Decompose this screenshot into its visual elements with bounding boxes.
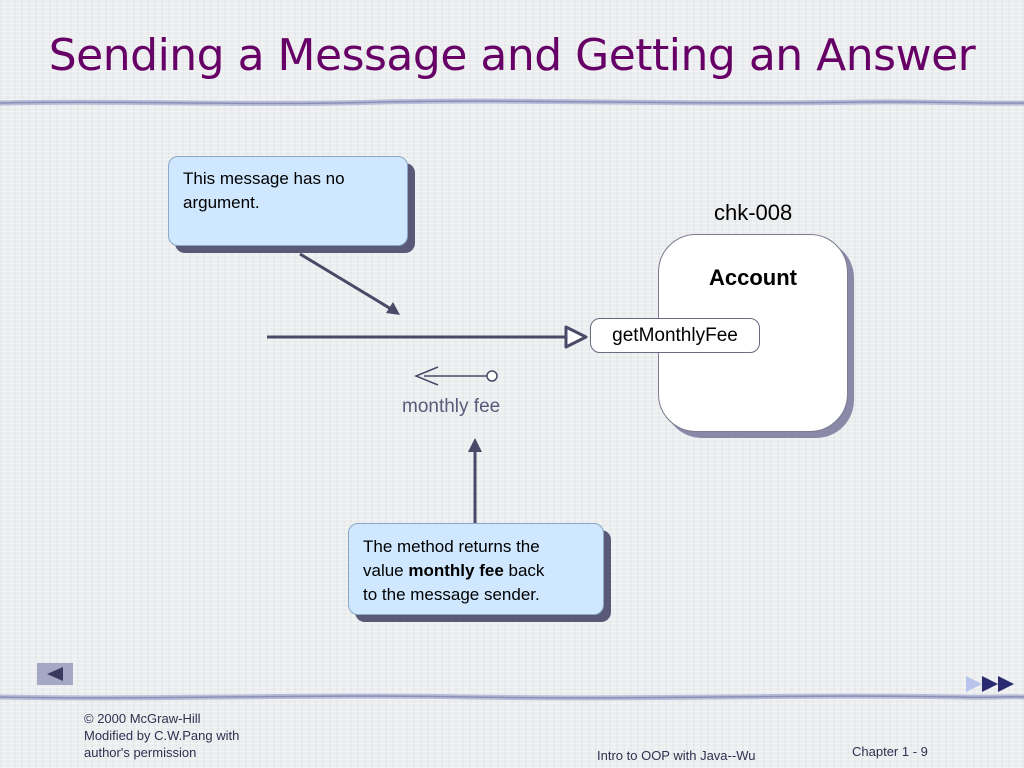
footer-divider	[0, 690, 1024, 704]
object-instance-name: chk-008	[714, 200, 793, 225]
footer-copyright-line2: Modified by C.W.Pang with	[84, 728, 240, 743]
callout-returns-bold: monthly fee	[408, 561, 504, 580]
footer-copyright: © 2000 McGraw-Hill Modified by C.W.Pang …	[84, 710, 239, 761]
footer-chapter: Chapter 1 - 9	[852, 744, 928, 759]
previous-slide-button[interactable]	[37, 663, 73, 685]
arrow-left-icon	[47, 667, 63, 681]
callout-returns-line3: to the message sender.	[363, 585, 540, 604]
footer-course: Intro to OOP with Java--Wu	[597, 748, 756, 763]
callout-no-argument-line2: argument.	[183, 193, 260, 212]
callout-returns-value: The method returns the value monthly fee…	[348, 523, 604, 615]
callout-returns-line2-post: back	[503, 561, 545, 580]
method-getMonthlyFee: getMonthlyFee	[590, 318, 760, 353]
fast-forward-icon	[966, 676, 1014, 692]
callout-returns-line2: value monthly fee back	[363, 559, 589, 583]
slide-title: Sending a Message and Getting an Answer	[48, 30, 976, 81]
callout-no-argument-line1: This message has no	[183, 169, 345, 188]
footer-copyright-line3: author's permission	[84, 745, 197, 760]
next-slide-button[interactable]	[964, 674, 1018, 694]
callout-returns-line2-pre: value	[363, 561, 409, 580]
callout-returns-line1: The method returns the	[363, 537, 540, 556]
object-class-name: Account	[709, 265, 797, 290]
callout-pointer-arrow	[299, 252, 397, 314]
callout-no-argument: This message has no argument.	[168, 156, 408, 246]
title-divider	[0, 96, 1024, 110]
answer-label: monthly fee	[402, 396, 501, 417]
footer-copyright-line1: © 2000 McGraw-Hill	[84, 711, 201, 726]
